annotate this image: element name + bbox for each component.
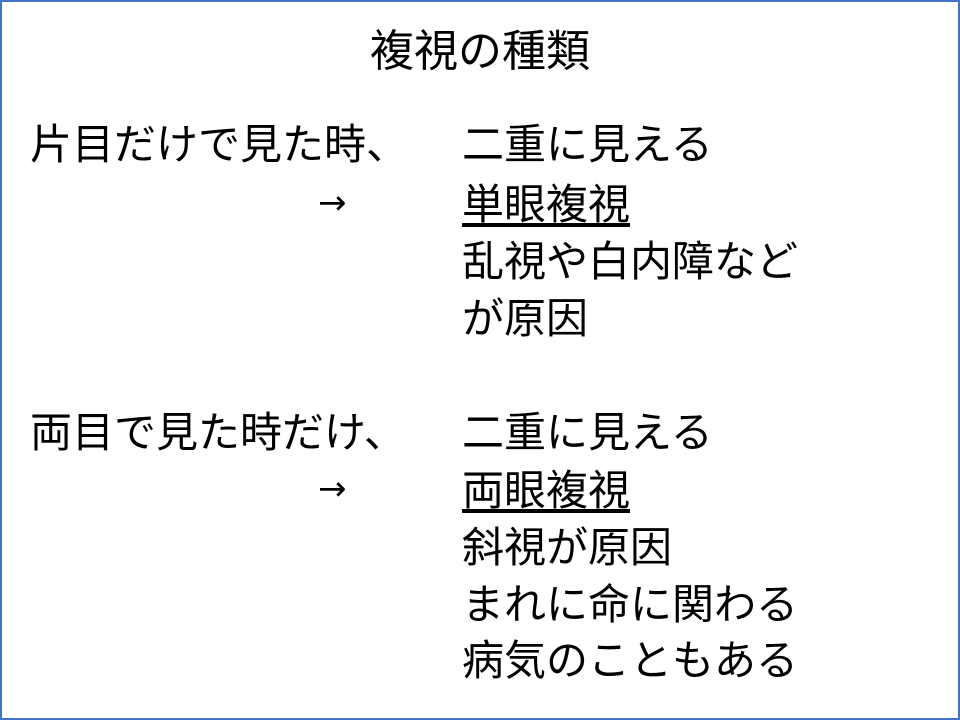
symptom-binocular: 二重に見える (462, 408, 713, 457)
detail-binocular-3: 病気のこともある (462, 636, 799, 685)
symptom-monocular: 二重に見える (462, 120, 713, 169)
detail-monocular-1: 乱視や白内障など (462, 237, 799, 286)
detail-binocular-1: 斜視が原因 (462, 523, 673, 572)
detail-monocular-2: が原因 (462, 294, 589, 343)
arrow-monocular: → (318, 183, 347, 223)
detail-binocular-2: まれに命に関わる (462, 580, 799, 629)
condition-monocular: 片目だけで見た時、 (30, 120, 409, 169)
condition-binocular: 両目で見た時だけ、 (30, 408, 406, 457)
type-monocular-diplopia: 単眼複視 (462, 180, 631, 229)
type-binocular-diplopia: 両眼複視 (462, 466, 631, 515)
arrow-binocular: → (318, 469, 347, 509)
slide-title: 複視の種類 (370, 26, 590, 77)
